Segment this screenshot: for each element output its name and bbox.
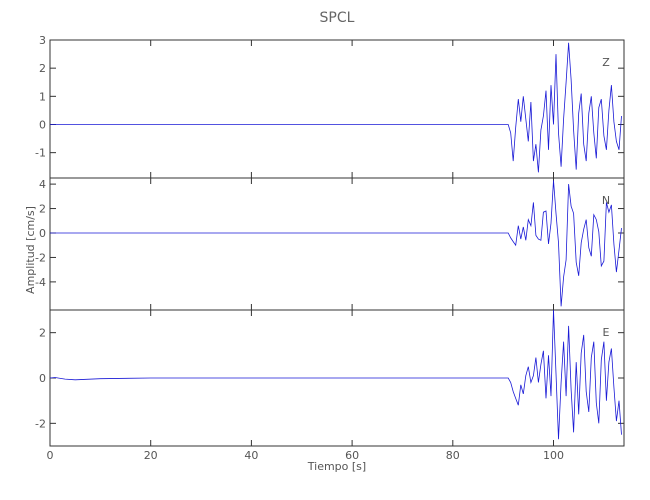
trace-e: [49, 309, 622, 440]
panel-frame: [49, 39, 625, 179]
x-tick-label: 20: [144, 449, 158, 462]
y-tick-label: 0: [39, 227, 46, 240]
x-tick-label: 100: [543, 449, 564, 462]
component-label: E: [603, 326, 610, 339]
y-tick-label: 2: [39, 327, 46, 340]
panel-n: -4 -2 0 2 4N: [35, 177, 625, 311]
panel-e: -2 0 2 E: [35, 309, 625, 447]
y-axis-label: Amplitud [cm/s]: [24, 206, 37, 294]
x-tick-label: 60: [345, 449, 359, 462]
trace-z: [50, 42, 622, 173]
y-tick-label: -2: [35, 251, 46, 264]
component-label: Z: [602, 56, 610, 69]
y-tick-label: 2: [39, 203, 46, 216]
x-tick-label: 0: [47, 449, 54, 462]
x-tick-label: 40: [244, 449, 258, 462]
component-label: N: [602, 194, 610, 207]
y-tick-label: 3: [39, 34, 46, 47]
x-tick-label: 80: [446, 449, 460, 462]
y-tick-label: 4: [39, 178, 46, 191]
trace-n: [50, 180, 622, 307]
panel-frame: [49, 177, 625, 311]
y-tick-label: 2: [39, 62, 46, 75]
chart-title: SPCL: [320, 10, 355, 26]
y-tick-label: 0: [39, 118, 46, 131]
y-tick-label: -4: [35, 276, 46, 289]
x-axis-label: Tiempo [s]: [307, 460, 366, 473]
y-tick-label: -1: [35, 147, 46, 160]
panel-z: -1 0 1 2 3Z: [35, 34, 625, 179]
y-tick-label: -2: [35, 417, 46, 430]
y-tick-label: 1: [39, 90, 46, 103]
y-tick-label: 0: [39, 372, 46, 385]
